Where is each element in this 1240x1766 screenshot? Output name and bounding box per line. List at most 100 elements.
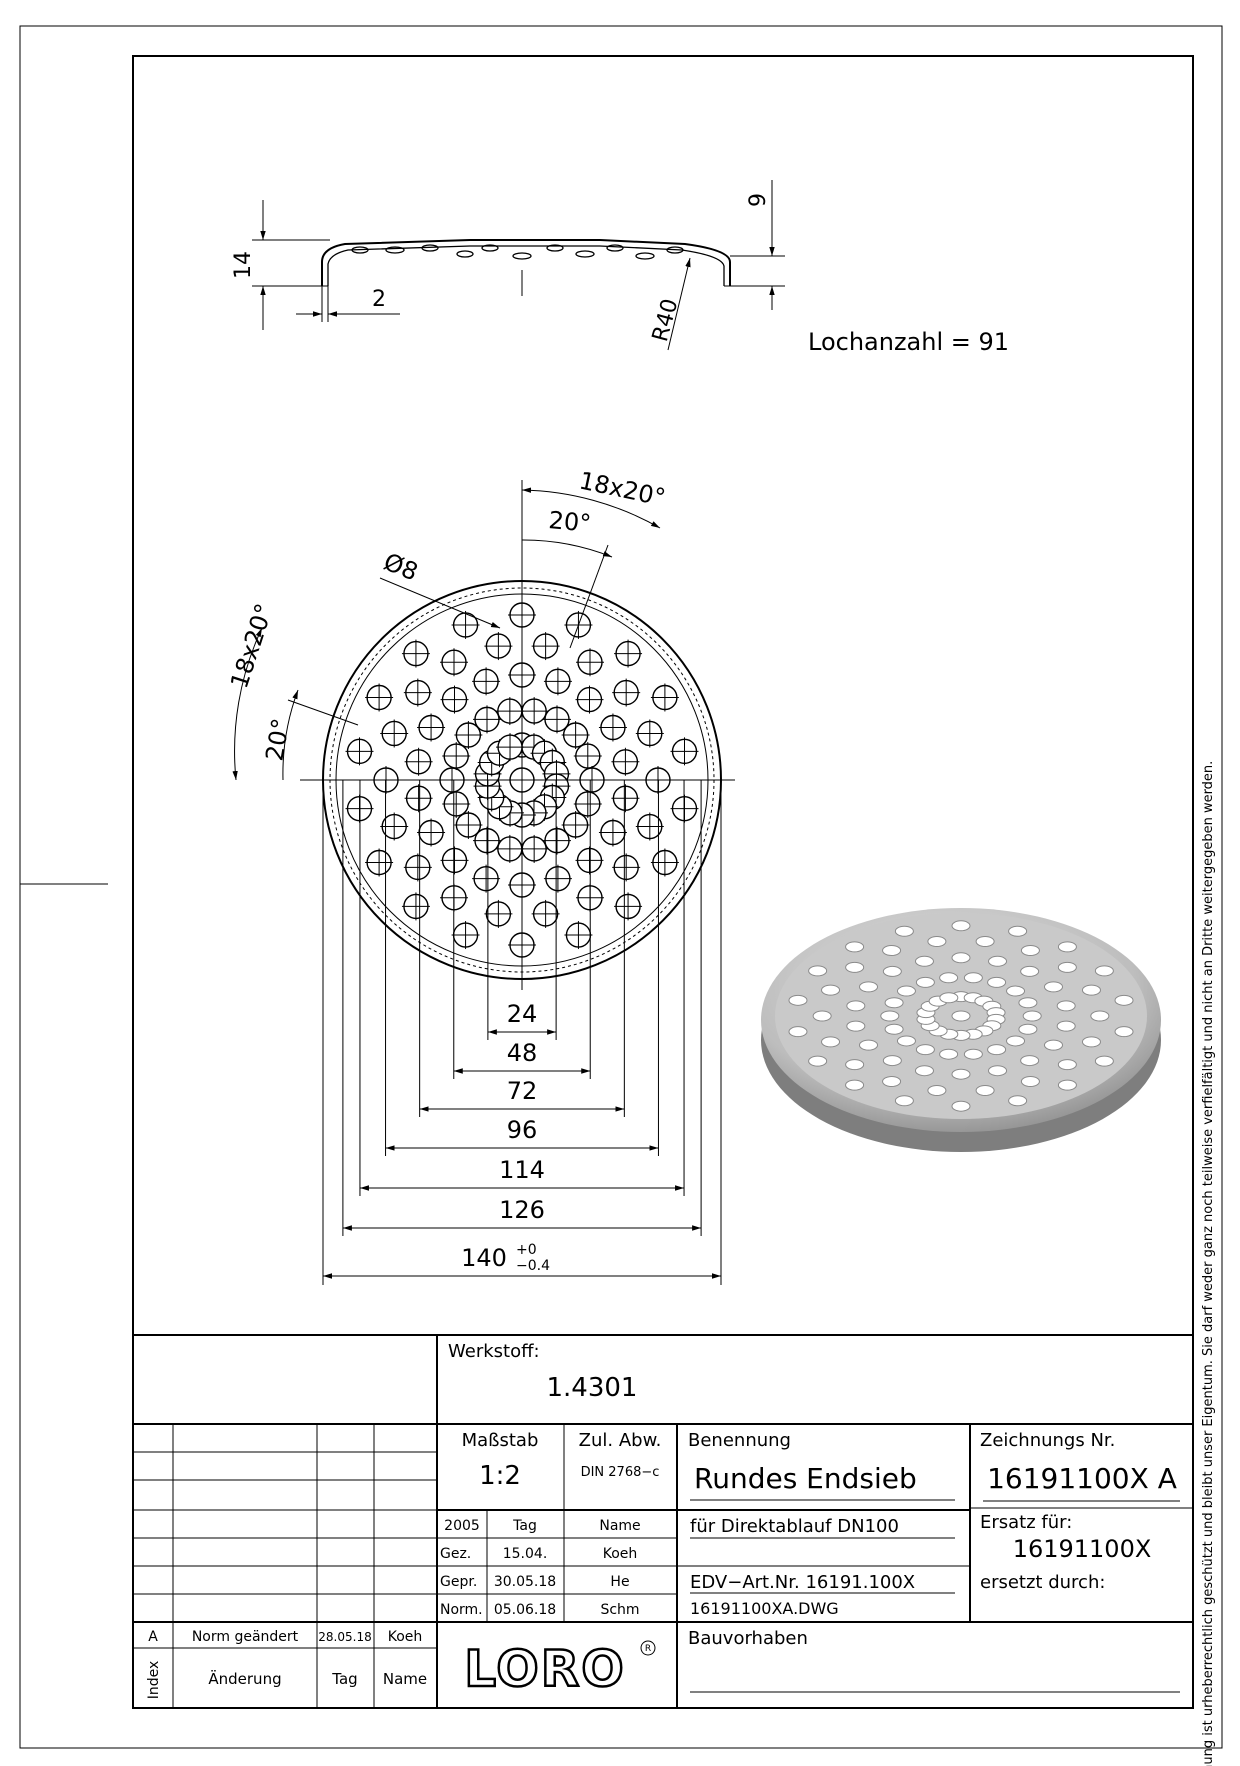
replaces-label: Ersatz für: <box>980 1512 1072 1533</box>
dim-48: 48 <box>453 780 591 1079</box>
hole <box>401 892 430 921</box>
hole <box>543 705 571 734</box>
iso-hole <box>812 1010 832 1022</box>
dim-72: 72 <box>419 780 625 1117</box>
angle-total-top: 18x20° <box>577 466 668 512</box>
hole <box>573 789 602 818</box>
iso-hole <box>845 1079 865 1091</box>
hole <box>598 818 627 847</box>
iso-hole <box>1018 1023 1038 1035</box>
hole <box>345 737 374 766</box>
iso-hole <box>808 965 828 977</box>
dim-height: 9 <box>746 193 771 207</box>
drawing-frame <box>132 55 1194 1709</box>
iso-hole <box>914 1065 934 1077</box>
name-label: Benennung <box>688 1430 791 1451</box>
iso-holes <box>788 920 1134 1112</box>
hole <box>520 834 549 863</box>
scale-value: 1:2 <box>479 1461 521 1491</box>
iso-hole <box>1081 1036 1101 1048</box>
rev-header-name: Name <box>383 1670 427 1688</box>
iso-hole <box>1020 1055 1040 1067</box>
dim-outer-tol-upper: +0 <box>516 1242 537 1258</box>
iso-hole <box>988 955 1008 967</box>
hole <box>520 697 549 726</box>
rev-name: Koeh <box>388 1629 423 1645</box>
hole <box>440 648 468 677</box>
angle-total-left: 18x20° <box>225 600 279 692</box>
hole <box>365 848 394 877</box>
replaced-by-label: ersetzt durch: <box>980 1572 1105 1593</box>
rev-header-index: Index <box>146 1661 162 1700</box>
iso-hole <box>951 1068 971 1080</box>
tolerance-value: DIN 2768−c <box>581 1465 660 1480</box>
signature-cell: 30.05.18 <box>494 1574 556 1590</box>
iso-hole <box>1020 944 1040 956</box>
rev-date: 28.05.18 <box>318 1630 371 1644</box>
hole <box>543 667 572 696</box>
signature-cell: Gepr. <box>440 1574 477 1590</box>
hole-pattern <box>345 601 699 959</box>
iso-hole <box>894 1095 914 1107</box>
iso-hole <box>1043 981 1063 993</box>
hole <box>495 697 524 726</box>
scale-label: Maßstab <box>462 1430 539 1451</box>
iso-hole <box>1090 1010 1110 1022</box>
top-view: 18x20° 20° 18x20° 20° Ø8 24487296114126 … <box>225 466 735 1285</box>
hole <box>495 834 524 863</box>
iso-hole <box>987 1044 1007 1056</box>
iso-hole <box>1043 1039 1063 1051</box>
iso-hole <box>882 965 902 977</box>
iso-hole <box>845 1059 865 1071</box>
year: 2005 <box>444 1518 480 1534</box>
hole <box>612 853 641 882</box>
dim-96: 96 <box>385 780 659 1156</box>
hole <box>573 742 602 771</box>
iso-hole <box>896 1035 916 1047</box>
signature-cell: 05.06.18 <box>494 1602 556 1618</box>
iso-hole <box>939 992 959 1004</box>
iso-hole <box>963 972 983 984</box>
angle-step-left: 20° <box>260 716 295 763</box>
name-col-label: Name <box>599 1518 640 1534</box>
project-label: Bauvorhaben <box>688 1628 808 1649</box>
dim-label: 126 <box>499 1196 545 1224</box>
iso-hole <box>939 972 959 984</box>
iso-hole <box>859 1039 879 1051</box>
hole <box>404 784 433 813</box>
iso-hole <box>1056 1000 1076 1012</box>
signature-cell: 15.04. <box>503 1546 548 1562</box>
replaces-value: 16191100X <box>1013 1535 1152 1563</box>
iso-hole <box>808 1055 828 1067</box>
iso-hole <box>939 1048 959 1060</box>
iso-hole <box>1057 1059 1077 1071</box>
part-description: für Direktablauf DN100 <box>690 1516 899 1537</box>
iso-hole <box>915 976 935 988</box>
hole <box>575 846 604 875</box>
hole <box>598 713 627 742</box>
hole <box>442 789 471 818</box>
iso-hole <box>951 920 971 932</box>
registered-r: R <box>645 1644 651 1654</box>
angle-step-top: 20° <box>547 506 592 538</box>
iso-hole <box>915 1044 935 1056</box>
hole <box>442 742 471 771</box>
iso-hole <box>882 1055 902 1067</box>
iso-hole <box>963 1048 983 1060</box>
iso-hole <box>859 981 879 993</box>
iso-hole <box>1006 1035 1026 1047</box>
sheet-border <box>19 25 1223 1749</box>
hole <box>614 639 643 668</box>
hole <box>380 719 409 748</box>
hole <box>473 826 501 855</box>
hole <box>472 667 501 696</box>
iso-hole <box>845 961 865 973</box>
iso-hole <box>1114 1026 1134 1038</box>
iso-hole <box>1020 1076 1040 1088</box>
iso-hole <box>975 935 995 947</box>
dim-label: 72 <box>507 1077 538 1105</box>
material-label: Werkstoff: <box>448 1341 540 1362</box>
iso-hole <box>951 1100 971 1112</box>
